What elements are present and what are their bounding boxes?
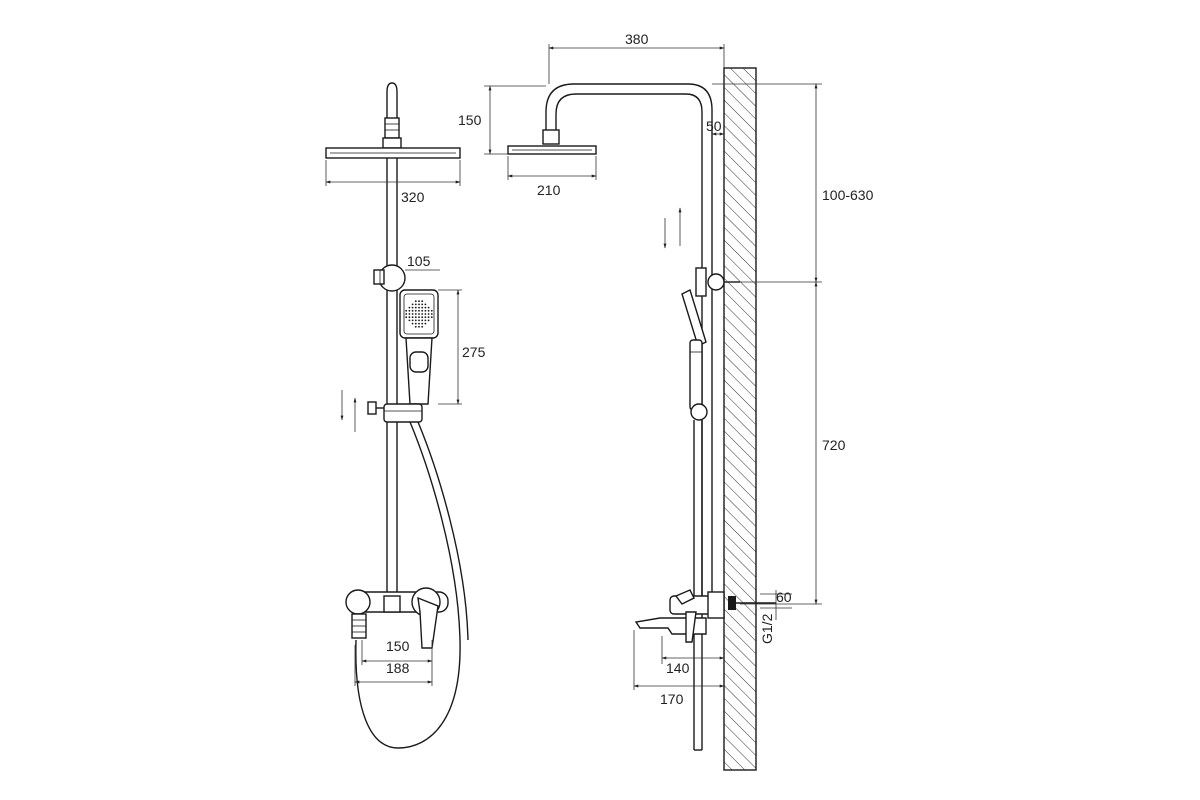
nozzle-dot [427, 309, 430, 312]
nozzle-dot [408, 316, 411, 319]
front-view: 320 105 275 [325, 82, 486, 749]
nozzle-dot [430, 313, 433, 315]
nozzle-dot [430, 309, 433, 312]
nozzle-dot [414, 306, 417, 309]
head-nut [382, 137, 402, 149]
nozzle-dot [411, 319, 414, 322]
nozzle-dot [418, 316, 420, 319]
front-mixer [345, 587, 449, 649]
nozzle-dot [421, 306, 424, 309]
nozzle-dot [424, 309, 427, 312]
nozzle-dot [421, 313, 424, 315]
dim-thread: G1/2 [759, 613, 775, 644]
dim-rain-head-front: 320 [401, 189, 425, 205]
nozzle-dot [405, 313, 408, 315]
nozzle-dot [414, 309, 417, 312]
nozzle-dot [408, 313, 411, 315]
side-hand-shower [681, 289, 708, 421]
nozzle-dot [408, 319, 411, 322]
side-view: 380 150 50 210 100-630 720 [458, 31, 874, 771]
overhead-arm-outer [545, 83, 713, 600]
side-head-nut [542, 129, 560, 145]
top-gooseneck [386, 82, 398, 138]
nozzle-dot [424, 303, 427, 306]
side-mixer [634, 589, 776, 643]
nozzle-dot [418, 325, 420, 328]
nozzle-dot [418, 319, 420, 322]
nozzle-dot [414, 316, 417, 319]
nozzle-dot [421, 319, 424, 322]
nozzle-dot [418, 313, 420, 315]
nozzle-dot [424, 316, 427, 319]
dim-arm-offset: 50 [706, 118, 722, 134]
nozzle-dot [427, 306, 430, 309]
side-wall-bracket [707, 273, 725, 291]
nozzle-dot [421, 309, 424, 312]
up-down-arrow-icon [663, 207, 682, 249]
nozzle-dot [421, 300, 424, 303]
overhead-arm-inner [555, 93, 703, 600]
dim-overhead-height: 150 [458, 112, 482, 128]
dim-spout-170: 170 [660, 691, 684, 707]
nozzle-dot [411, 313, 414, 315]
nozzle-dot [414, 303, 417, 306]
nozzle-dot [418, 322, 420, 325]
hand-shower [399, 289, 439, 405]
up-down-arrow-icon [340, 390, 357, 432]
nozzle-dot [427, 316, 430, 319]
shower-hose [355, 421, 461, 749]
nozzle-dot [405, 309, 408, 312]
nozzle-dot [421, 316, 424, 319]
nozzle-dot [408, 306, 411, 309]
dim-holder-width: 105 [407, 253, 431, 269]
nozzle-dot [408, 309, 411, 312]
dim-spout-140: 140 [666, 660, 690, 676]
nozzle-dot [414, 322, 417, 325]
nozzle-dot [414, 319, 417, 322]
nozzle-dot [421, 322, 424, 325]
nozzle-dot [424, 319, 427, 322]
dim-wall-offset: 60 [776, 589, 792, 605]
nozzle-dot [418, 306, 420, 309]
nozzle-dot [424, 322, 427, 325]
top-connector [384, 117, 400, 139]
nozzle-dot [414, 300, 417, 303]
nozzle-dot [411, 306, 414, 309]
dim-hand-shower-length: 275 [462, 344, 486, 360]
nozzle-dot [424, 306, 427, 309]
dim-overhead-width: 380 [625, 31, 649, 47]
nozzle-dot [418, 309, 420, 312]
nozzle-dot [418, 303, 420, 306]
dim-column-height: 720 [822, 437, 846, 453]
nozzle-dot [411, 309, 414, 312]
nozzle-dot [414, 313, 417, 315]
nozzle-dot [411, 322, 414, 325]
nozzle-dot [427, 319, 430, 322]
slider-knob [367, 401, 377, 415]
nozzle-dot [411, 316, 414, 319]
dim-rain-head-side: 210 [537, 182, 561, 198]
hose-outer [417, 421, 469, 641]
nozzle-dot [418, 300, 420, 303]
nozzle-dot [427, 313, 430, 315]
wall-hatched [723, 67, 757, 771]
dim-mixer-150: 150 [386, 638, 410, 654]
nozzle-dot [411, 303, 414, 306]
dim-height-adjust: 100-630 [822, 187, 874, 203]
slider-holder [383, 403, 423, 423]
nozzle-dot [430, 316, 433, 319]
nozzle-dot [421, 303, 424, 306]
nozzle-dot [421, 325, 424, 328]
bracket-screw [373, 269, 385, 285]
nozzle-dot [424, 313, 427, 315]
dim-mixer-188: 188 [386, 660, 410, 676]
side-bracket-clamp [695, 267, 707, 297]
nozzle-dot [405, 316, 408, 319]
nozzle-dot [414, 325, 417, 328]
